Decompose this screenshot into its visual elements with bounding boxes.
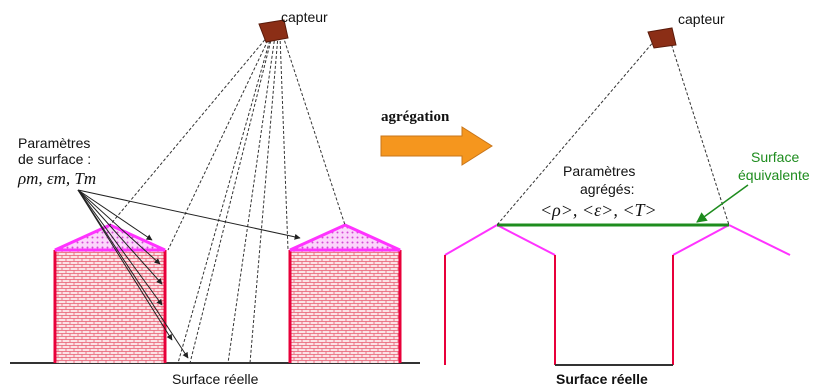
left-param-arrows xyxy=(77,189,301,359)
right-params-line2: agrégés: xyxy=(580,181,634,197)
arrow-right-icon xyxy=(380,126,493,166)
right-params-line1: Paramètres xyxy=(563,163,635,179)
left-sensor-icon xyxy=(258,19,289,43)
right-ground-label: Surface réelle xyxy=(556,371,648,387)
right-panel: capteur Paramètres agrégés: <ρ>, <ε>, <T… xyxy=(444,11,810,387)
left-view-lines xyxy=(109,35,346,364)
left-ground-label: Surface réelle xyxy=(172,371,259,387)
right-surface-outline xyxy=(444,224,791,366)
left-params-line1: Paramètres xyxy=(18,135,90,151)
left-sensor-label: capteur xyxy=(281,9,328,25)
equiv-surface-line1: Surface xyxy=(751,149,799,165)
right-view-lines xyxy=(496,39,730,226)
left-params-line2: de surface : xyxy=(18,151,91,167)
right-sensor-icon xyxy=(647,27,677,49)
right-sensor-label: capteur xyxy=(678,11,725,27)
equiv-surface-pointer xyxy=(696,184,749,223)
right-params-symbols: <ρ>, <ε>, <T> xyxy=(540,200,657,220)
left-params-symbols: ρm, εm, Tm xyxy=(17,169,96,188)
left-panel: capteur Paramètres de surface : ρm, εm, … xyxy=(10,9,420,387)
right-building xyxy=(288,223,402,363)
equiv-surface-line2: équivalente xyxy=(738,167,810,183)
left-building xyxy=(53,223,167,363)
aggregation-arrow: agrégation xyxy=(380,109,493,166)
aggregation-label: agrégation xyxy=(381,109,450,125)
